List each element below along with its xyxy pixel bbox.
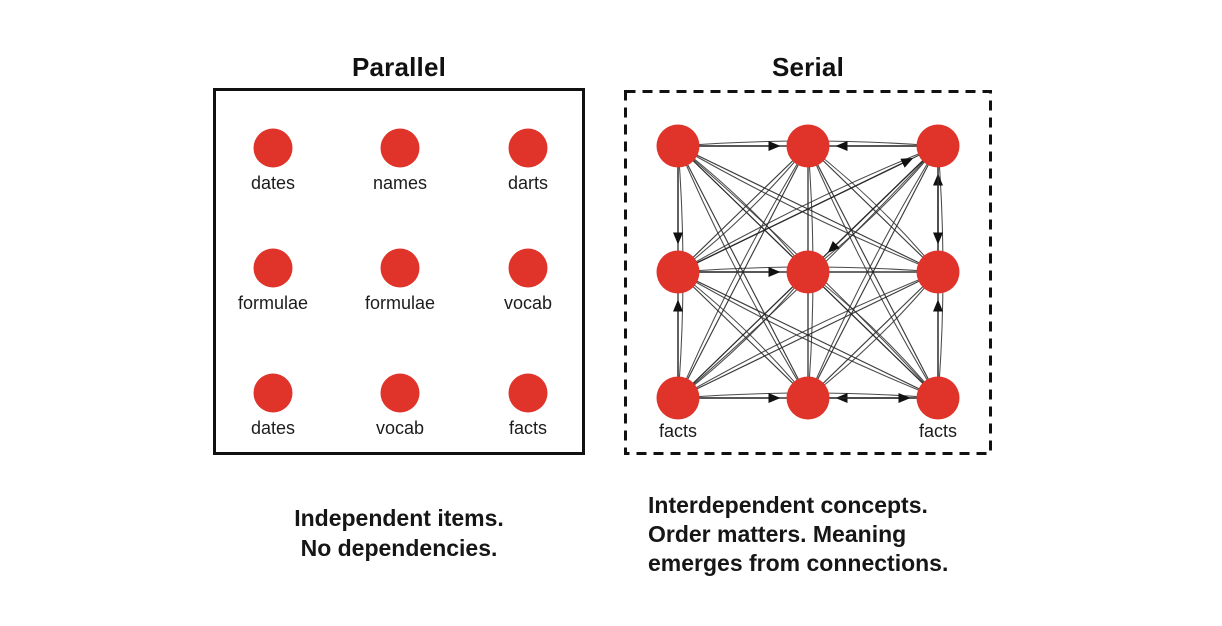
- node-label: vocab: [504, 293, 552, 313]
- concept-node: [786, 376, 830, 420]
- parallel-panel-diagram: dates names darts formulae formulae vocab date…: [213, 88, 585, 455]
- node-label: darts: [508, 173, 548, 193]
- serial-edge-curved: [677, 145, 939, 273]
- serial-edge-curved: [807, 145, 939, 399]
- serial-edge-curved: [807, 145, 939, 399]
- concept-node: [916, 376, 960, 420]
- serial-caption-line: Interdependent concepts.: [648, 492, 928, 518]
- serial-edge: [677, 271, 809, 399]
- serial-caption-line: Order matters. Meaning: [648, 521, 907, 547]
- serial-edge-curved: [677, 271, 939, 399]
- serial-title: Serial: [771, 52, 845, 82]
- serial-edge: [677, 145, 809, 273]
- solid-border: [213, 88, 585, 455]
- serial-edge-curved: [807, 145, 939, 273]
- serial-arrow-edge: [827, 145, 939, 253]
- concept-node: [380, 248, 420, 288]
- parallel-title: Parallel: [351, 52, 447, 82]
- concept-node: [380, 373, 420, 413]
- serial-edge-curved: [677, 145, 809, 273]
- concept-node: [786, 250, 830, 294]
- serial-caption-line: emerges from connections.: [648, 550, 949, 576]
- concept-node: [253, 128, 293, 168]
- node-label: vocab: [376, 418, 424, 438]
- concept-node: [508, 373, 548, 413]
- concept-node: [916, 250, 960, 294]
- serial-edge-curved: [677, 145, 809, 399]
- serial-arrow-edge: [677, 157, 914, 273]
- concept-node: [786, 124, 830, 168]
- node-label: formulae: [238, 293, 308, 313]
- serial-edge-curved: [677, 145, 809, 399]
- concept-node: [380, 128, 420, 168]
- serial-edge-curved: [807, 271, 939, 399]
- concept-node: [656, 250, 700, 294]
- concept-node: [916, 124, 960, 168]
- dashed-border: [624, 90, 992, 455]
- serial-edge: [807, 271, 939, 399]
- concept-node: [508, 248, 548, 288]
- concept-node: [656, 376, 700, 420]
- concept-node: [253, 373, 293, 413]
- serial-caption: Interdependent concepts. Order matters. …: [648, 491, 993, 578]
- node-label: dates: [251, 173, 295, 193]
- node-label: facts: [509, 418, 547, 438]
- serial-edge-curved: [677, 271, 939, 399]
- serial-edge-curved: [677, 271, 809, 399]
- node-label: names: [373, 173, 427, 193]
- parallel-caption: Independent items. No dependencies.: [213, 503, 585, 563]
- node-label: formulae: [365, 293, 435, 313]
- parallel-caption-line: No dependencies.: [300, 535, 498, 561]
- node-label: facts: [659, 421, 697, 441]
- concept-node: [508, 128, 548, 168]
- node-label: facts: [919, 421, 957, 441]
- concept-node: [656, 124, 700, 168]
- concept-node: [253, 248, 293, 288]
- node-label: dates: [251, 418, 295, 438]
- parallel-caption-line: Independent items.: [294, 505, 504, 531]
- serial-edge: [677, 271, 939, 399]
- serial-panel-diagram: facts facts: [624, 90, 992, 455]
